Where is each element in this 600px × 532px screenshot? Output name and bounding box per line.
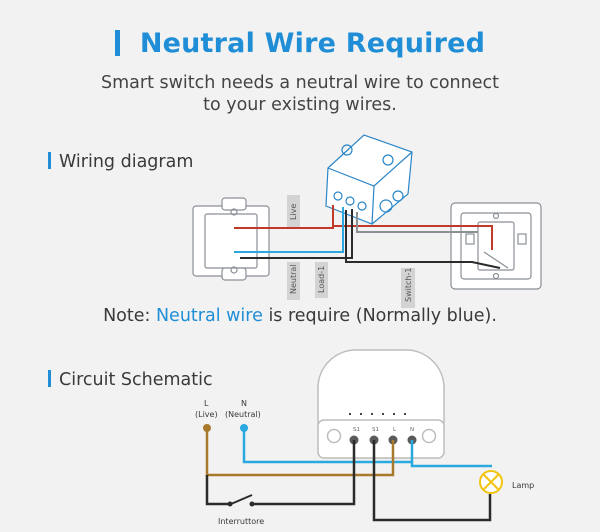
wiring-heading-text: Wiring diagram xyxy=(59,152,194,172)
live-label: Live xyxy=(289,204,298,220)
switch-label: Switch-1 xyxy=(404,268,413,302)
subtitle-line-2: to your existing wires. xyxy=(203,95,397,115)
circuit-schematic-heading: Circuit Schematic xyxy=(48,370,213,390)
wiring-diagram-heading: Wiring diagram xyxy=(48,152,193,172)
lamp-icon xyxy=(479,470,503,494)
neutral-label: Neutral xyxy=(289,264,298,294)
l-sub-label: (Live) xyxy=(195,410,218,419)
wiring-wires xyxy=(234,205,501,269)
title-text: Neutral Wire Required xyxy=(139,28,486,59)
live-terminal xyxy=(203,424,211,432)
n-label: N xyxy=(241,399,247,408)
note-highlight: Neutral wire xyxy=(155,306,263,326)
svg-text:L: L xyxy=(393,427,397,433)
load-label: Load-1 xyxy=(317,266,326,293)
title-accent-bar xyxy=(114,30,120,56)
svg-text:S1: S1 xyxy=(372,427,379,433)
schematic-heading-text: Circuit Schematic xyxy=(59,370,213,390)
switch-text-label: Interruttore xyxy=(218,517,264,526)
lamp-label: Lamp xyxy=(512,481,534,490)
smart-switch-module xyxy=(325,134,413,225)
svg-text:N: N xyxy=(410,427,414,433)
note-text: Note: Neutral wire is require (Normally … xyxy=(0,306,600,326)
svg-text:S1: S1 xyxy=(353,427,360,433)
wall-switch-plate xyxy=(450,202,542,290)
subtitle: Smart switch needs a neutral wire to con… xyxy=(0,72,600,116)
note-suffix: is require (Normally blue). xyxy=(262,306,497,326)
page-title: Neutral Wire Required xyxy=(0,28,600,59)
heading-accent-bar xyxy=(48,152,51,169)
l-label: L xyxy=(204,399,209,408)
interruttore-switch xyxy=(227,494,255,507)
note-prefix: Note: xyxy=(103,306,156,326)
schematic-module: S1 S1 L N xyxy=(317,349,445,459)
neutral-terminal xyxy=(240,424,248,432)
n-sub-label: (Neutral) xyxy=(225,410,261,419)
subtitle-line-1: Smart switch needs a neutral wire to con… xyxy=(101,73,499,93)
wire-labels: Live Neutral Load-1 Switch-1 xyxy=(287,195,415,308)
heading-accent-bar xyxy=(48,370,51,387)
schematic-wires xyxy=(205,428,492,522)
